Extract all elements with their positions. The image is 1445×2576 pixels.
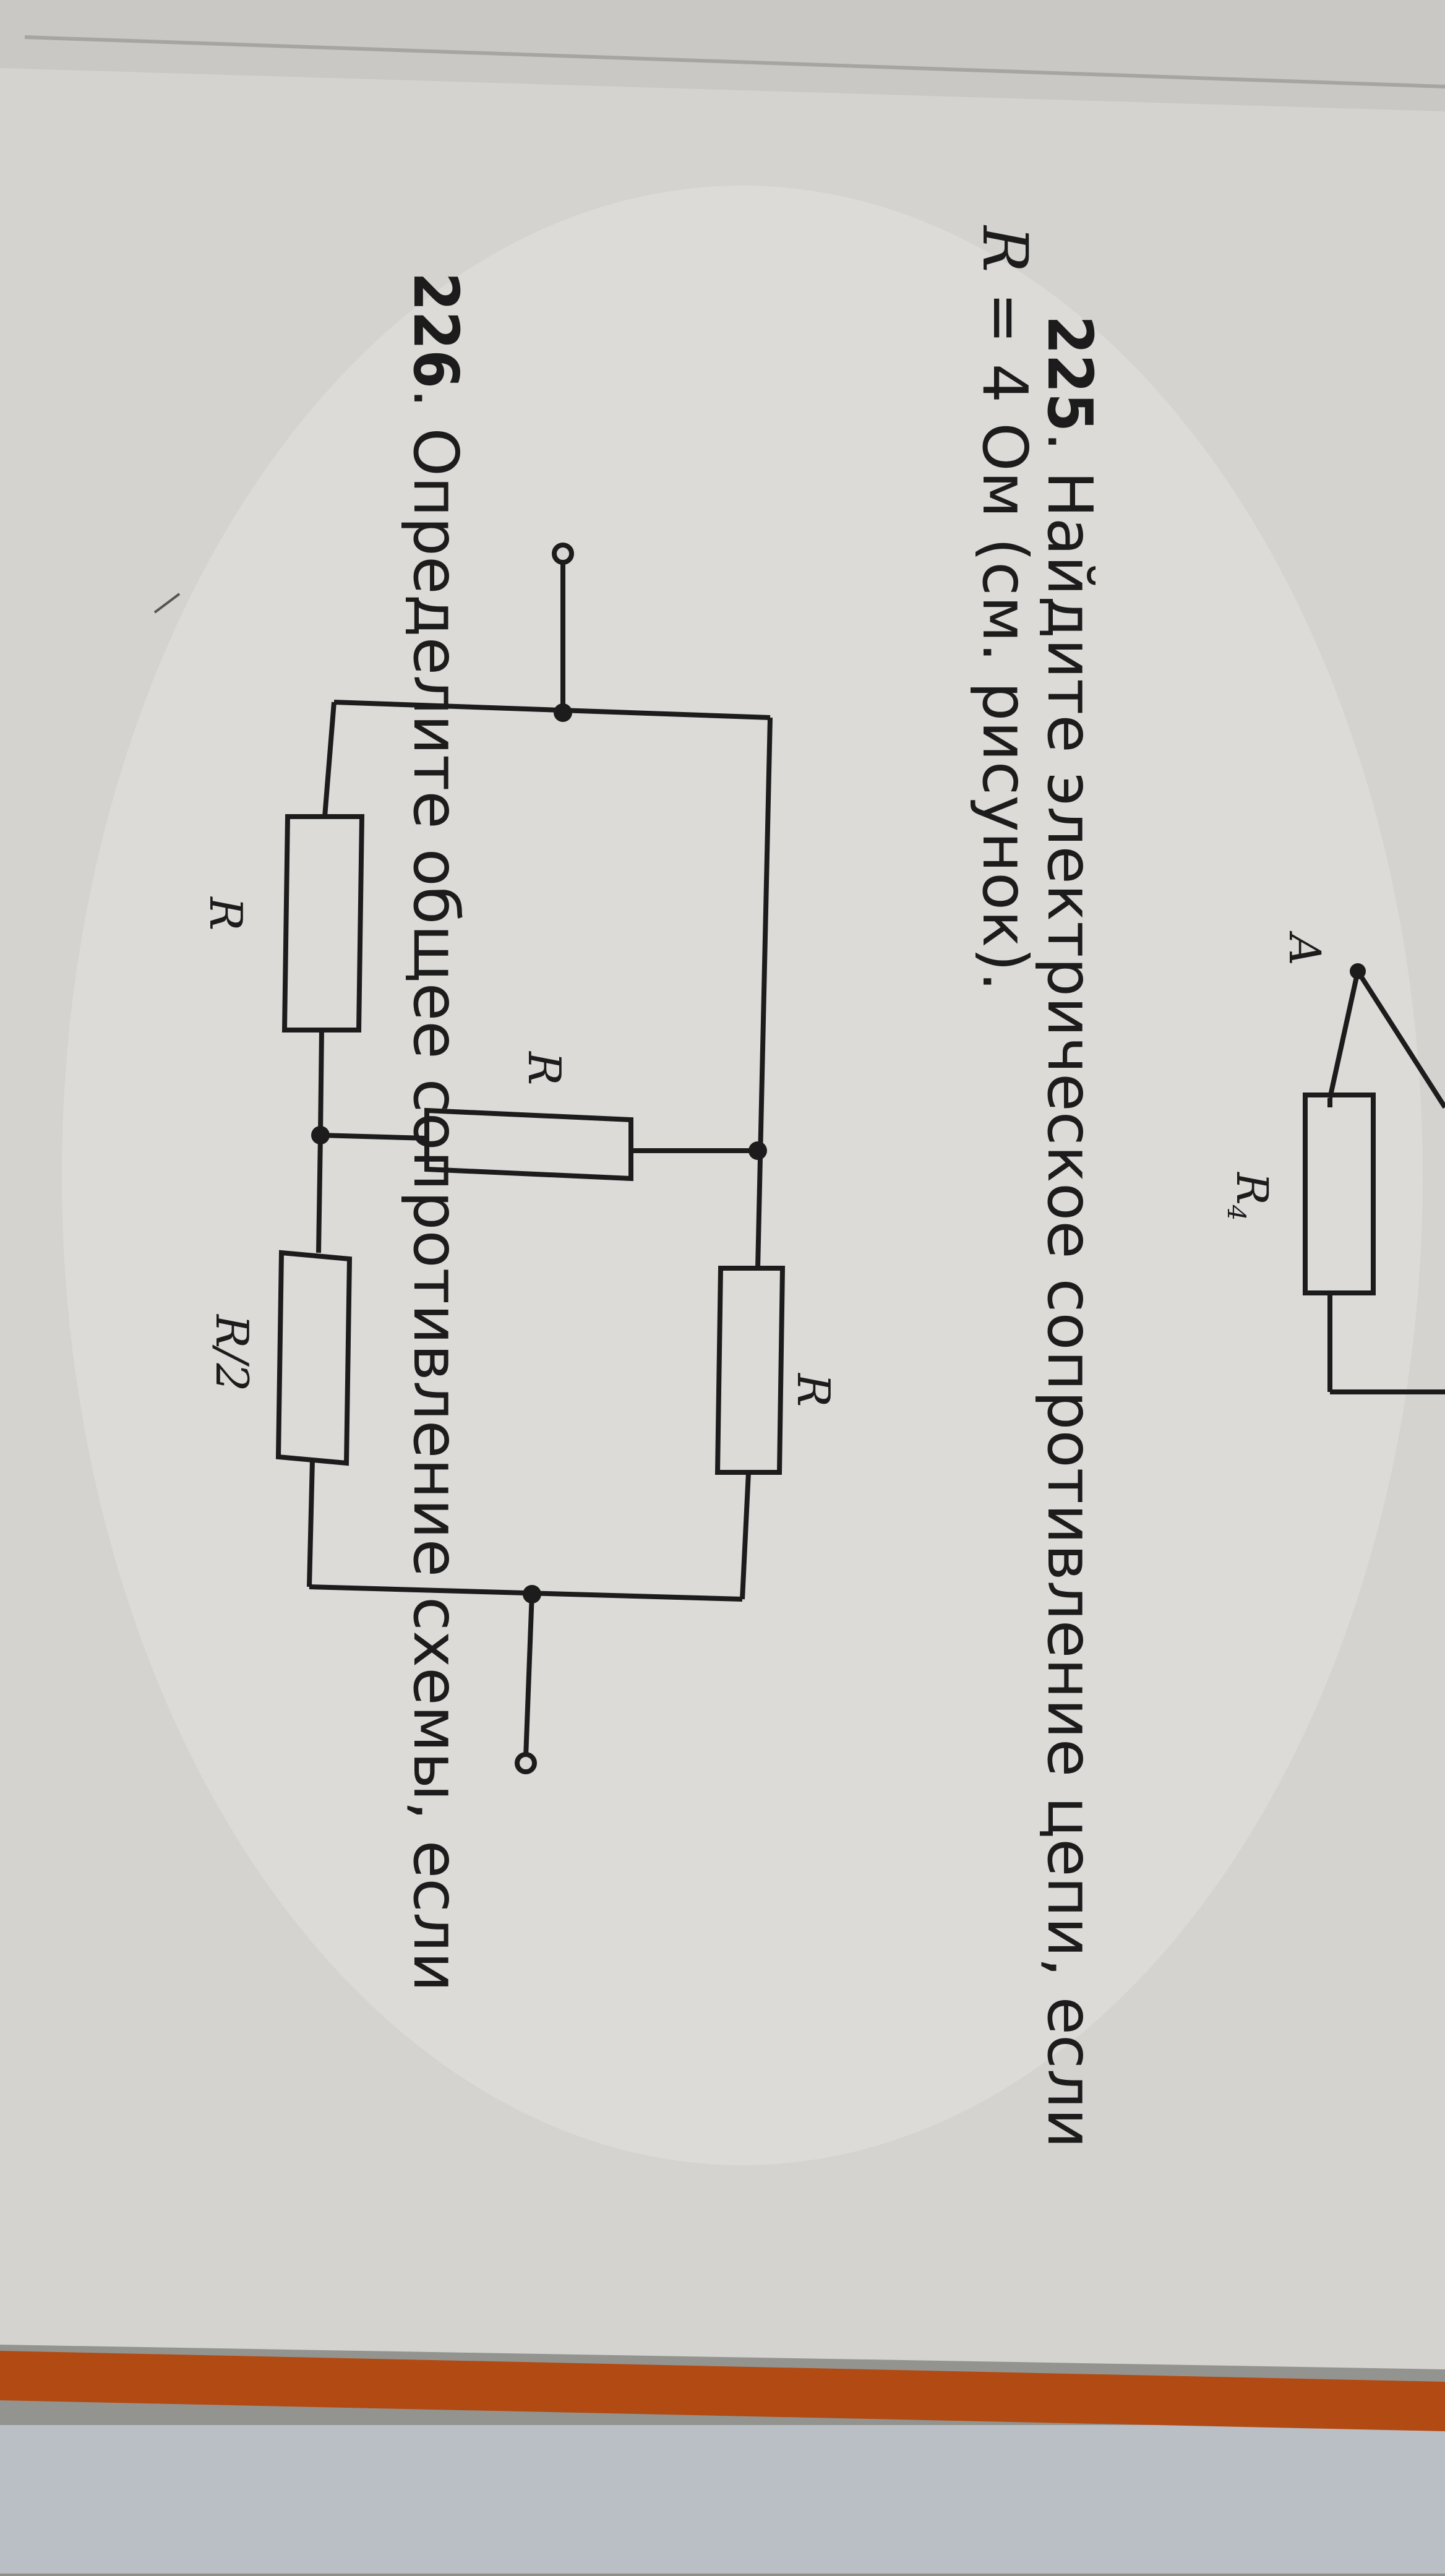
resistor-r-right (714, 1266, 786, 1475)
svg-text:R4: R4 (1222, 1171, 1277, 1221)
notebook-edge (0, 2351, 1445, 2431)
svg-text:R = 4 Ом (см. рисунок).: R = 4 Ом (см. рисунок). (969, 225, 1041, 991)
label-r-middle: R (518, 1050, 570, 1085)
previous-resistor-r4 (1303, 1093, 1376, 1295)
problem-226-text: . Определите общее сопротивление схемы, … (400, 389, 472, 1992)
previous-wire-left (1327, 971, 1360, 1099)
right-wire-lower (740, 1472, 751, 1600)
problem-225-line2: R = 4 Ом (см. рисунок). (969, 225, 1041, 991)
variable-r: R (969, 225, 1041, 272)
page-fold-line (24, 35, 1445, 88)
page-glare (62, 186, 1423, 2165)
problem-225-text: . Найдите электрическое сопротивление це… (1034, 432, 1106, 2149)
left-wire-upper (322, 702, 337, 817)
bottom-terminal-wire (523, 1592, 534, 1758)
previous-figure: A R4 (1222, 930, 1445, 1394)
previous-resistor-label: R (1227, 1171, 1277, 1205)
label-r-right: R (787, 1372, 839, 1407)
resistor-r-middle (424, 1107, 633, 1182)
junction-left (311, 1126, 330, 1144)
pencil-mark (153, 593, 181, 614)
page-content: 225. Найдите электрическое сопротивление… (200, 225, 1445, 2149)
resistor-r-top-left (281, 814, 365, 1033)
top-wire (333, 700, 771, 720)
junction-right (748, 1141, 767, 1160)
left-wire-to-junction (318, 1029, 324, 1136)
problem-225-condition: = 4 Ом (см. рисунок). (969, 272, 1041, 991)
top-terminal (552, 543, 574, 565)
junction-top (554, 703, 572, 722)
previous-resistor-subscript: 4 (1222, 1204, 1250, 1221)
svg-text:225. Найдите электрическое соп: 225. Найдите электрическое сопротивление… (1034, 316, 1106, 2149)
left-wire-lower (316, 1135, 323, 1253)
junction-bottom (523, 1585, 541, 1604)
svg-text:226. Определите общее сопротив: 226. Определите общее сопротивление схем… (400, 272, 472, 1992)
label-r-top-left: R (200, 896, 252, 930)
middle-wire-left (320, 1133, 427, 1141)
problem-226-line: 226. Определите общее сопротивление схем… (400, 272, 472, 1992)
left-wire-bottom (307, 1459, 315, 1587)
label-r-half: R/2 (206, 1313, 258, 1391)
right-wire-upper (755, 717, 773, 1269)
problem-225-line1: 225. Найдите электрическое сопротивление… (1034, 316, 1106, 2149)
problem-226-number: 226 (400, 272, 472, 389)
resistor-r-half (275, 1250, 353, 1466)
previous-wire-diagonal (1355, 969, 1445, 1109)
problem-225-number: 225 (1034, 316, 1106, 432)
notebook-sheet (0, 2425, 1445, 2574)
top-page-edge (0, 0, 1445, 111)
bottom-terminal (515, 1752, 537, 1774)
node-a-label: A (1279, 930, 1330, 966)
